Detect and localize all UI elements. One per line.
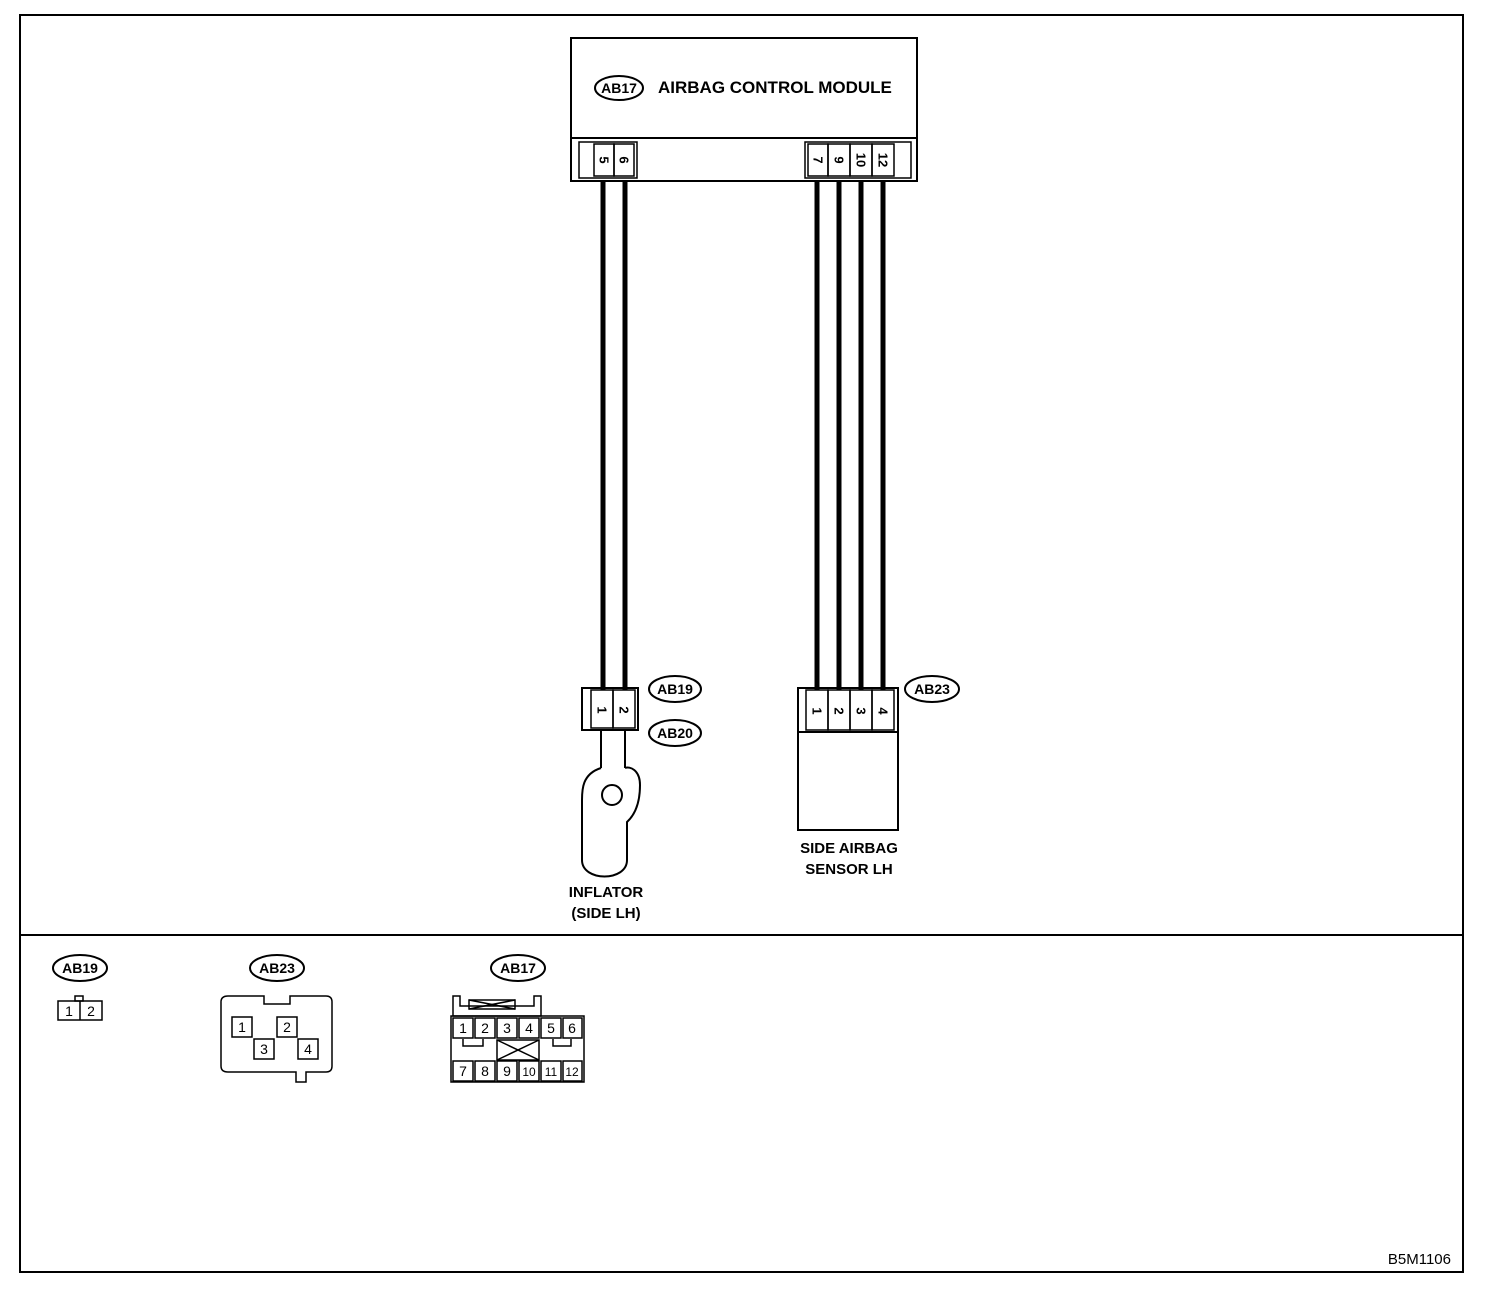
- module-pin-9: 9: [832, 156, 847, 163]
- ab17-cell: [518, 1017, 540, 1039]
- diagram-frame: [19, 14, 1464, 1273]
- inflator-tag-oval-b: [648, 719, 702, 747]
- ab17-tag-oval: [490, 954, 546, 982]
- ab23-tag: AB23: [259, 960, 295, 976]
- ab17-cell: [540, 1060, 562, 1082]
- sensor-pin-1: 1: [810, 707, 825, 714]
- ab23-pin-1: 1: [238, 1019, 246, 1035]
- ab23-cell: [253, 1038, 275, 1060]
- inflator-pin-2: 2: [617, 706, 632, 713]
- ab17-cell: [496, 1017, 518, 1039]
- ab17-tag: AB17: [500, 960, 536, 976]
- ab17-pin-1: 1: [459, 1020, 467, 1036]
- sensor-body: [797, 731, 899, 831]
- ab17-pin-5: 5: [547, 1020, 555, 1036]
- ab19-pin-1: 1: [65, 1003, 73, 1019]
- sensor-label-line1: SIDE AIRBAG: [800, 840, 898, 857]
- connector-view-ab17: AB17 1 2 3 4 5 6 7 8 9 10: [450, 954, 585, 1083]
- ab17-key-right: [552, 1039, 572, 1047]
- inflator-connector: [581, 687, 639, 731]
- sensor-pin-3: 3: [854, 707, 869, 714]
- ab17-pin-9: 9: [503, 1063, 511, 1079]
- wire-harness: [600, 181, 886, 690]
- ab17-blank-cavity: [496, 1039, 540, 1061]
- module-pin-5: 5: [597, 156, 612, 163]
- module-tag-oval: [594, 75, 644, 101]
- ab17-key-left: [462, 1039, 484, 1047]
- sensor-pin-cell: [871, 689, 895, 731]
- ab19-pin-2: 2: [87, 1003, 95, 1019]
- module-pin-10: 10: [854, 153, 869, 167]
- module-connector-strip: [570, 137, 918, 182]
- ab17-pin-12: 12: [565, 1065, 579, 1079]
- airbag-control-module: AB17 AIRBAG CONTROL MODULE 5 6 7 9 10 12: [570, 37, 918, 182]
- sensor-tag-oval: [904, 675, 960, 703]
- ab23-pin-3: 3: [260, 1041, 268, 1057]
- ab17-pin-6: 6: [568, 1020, 576, 1036]
- sensor-tag: AB23: [914, 681, 950, 697]
- ab17-cell: [518, 1060, 540, 1082]
- inflator-hole: [601, 784, 623, 806]
- ab23-cell: [297, 1038, 319, 1060]
- connector-view-ab19: AB19 1 2: [52, 954, 108, 1021]
- ab17-cell: [540, 1017, 562, 1039]
- ab23-housing: [220, 995, 333, 1083]
- inflator-tag-b: AB20: [657, 725, 693, 741]
- ab23-pin-2: 2: [283, 1019, 291, 1035]
- module-pin-7: 7: [811, 156, 826, 163]
- sensor-pin-4: 4: [876, 707, 891, 715]
- ab17-cell: [474, 1060, 496, 1082]
- ab17-cross: [496, 1039, 540, 1061]
- module-title: AIRBAG CONTROL MODULE: [658, 78, 892, 97]
- inflator-side-lh: 1 2 AB19 AB20 INFLATOR (SIDE LH): [569, 675, 702, 922]
- module-pin-cell: [871, 143, 895, 177]
- side-airbag-sensor-lh: 1 2 3 4 AB23 SIDE AIRBAG SENSOR LH: [797, 675, 960, 878]
- module-right-pin-block: [804, 141, 912, 179]
- module-left-pin-block: [578, 141, 638, 179]
- inflator-pin-1: 1: [595, 706, 610, 713]
- ab17-pin-11: 11: [545, 1065, 558, 1079]
- ab17-cell: [452, 1017, 474, 1039]
- ab19-tag: AB19: [62, 960, 98, 976]
- inflator-tag-oval-a: [648, 675, 702, 703]
- ab17-latch-cross: [468, 999, 516, 1010]
- inflator-label-line2: (SIDE LH): [571, 905, 640, 922]
- inflator-pin-cell: [612, 689, 636, 729]
- figure-code: B5M1106: [1388, 1251, 1451, 1268]
- ab17-pin-10: 10: [522, 1065, 536, 1079]
- module-pin-12: 12: [876, 153, 891, 167]
- ab17-cell: [562, 1060, 583, 1082]
- ab17-pin-7: 7: [459, 1063, 467, 1079]
- ab17-pin-2: 2: [481, 1020, 489, 1036]
- ab17-pin-8: 8: [481, 1063, 489, 1079]
- ab17-cell: [474, 1017, 496, 1039]
- ab23-pin-4: 4: [304, 1041, 312, 1057]
- ab17-cell: [452, 1060, 474, 1082]
- module-pin-cell: [613, 143, 635, 177]
- module-pin-6: 6: [617, 156, 632, 163]
- ab17-pin-4: 4: [525, 1020, 533, 1036]
- inflator-tag-a: AB19: [657, 681, 693, 697]
- inflator-body: [581, 766, 642, 878]
- sensor-pin-2: 2: [832, 707, 847, 714]
- ab17-latch-window: [468, 999, 516, 1010]
- module-tag: AB17: [601, 80, 637, 96]
- connector-view-ab23: AB23 1 2 3 4: [220, 954, 333, 1083]
- ab23-cell: [276, 1016, 298, 1038]
- inflator-label-line1: INFLATOR: [569, 884, 644, 901]
- ab17-cell: [562, 1017, 583, 1039]
- ab23-tag-oval: [249, 954, 305, 982]
- ab17-housing: [450, 1015, 585, 1083]
- ab17-pin-3: 3: [503, 1020, 511, 1036]
- ab17-cell: [496, 1060, 518, 1082]
- ab19-tag-oval: [52, 954, 108, 982]
- sensor-label-line2: SENSOR LH: [805, 861, 893, 878]
- ab23-cell: [231, 1016, 253, 1038]
